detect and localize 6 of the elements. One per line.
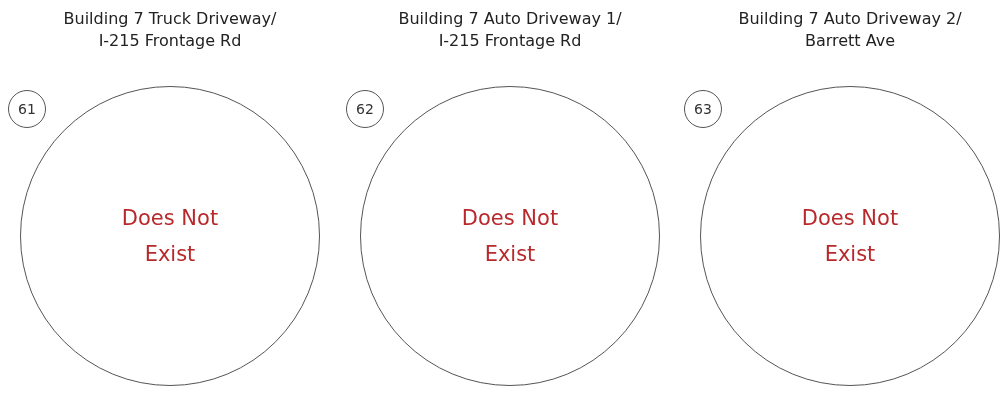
intersection-title: Building 7 Auto Driveway 2/ Barrett Ave — [737, 8, 963, 52]
intersection-title: Building 7 Truck Driveway/ I-215 Frontage Rd — [62, 8, 278, 52]
status-text: Does Not Exist — [120, 205, 220, 268]
intersection-title: Building 7 Auto Driveway 1/ I-215 Frontage Rd — [397, 8, 623, 52]
status-text: Does Not Exist — [460, 205, 560, 268]
status-text: Does Not Exist — [800, 205, 900, 268]
